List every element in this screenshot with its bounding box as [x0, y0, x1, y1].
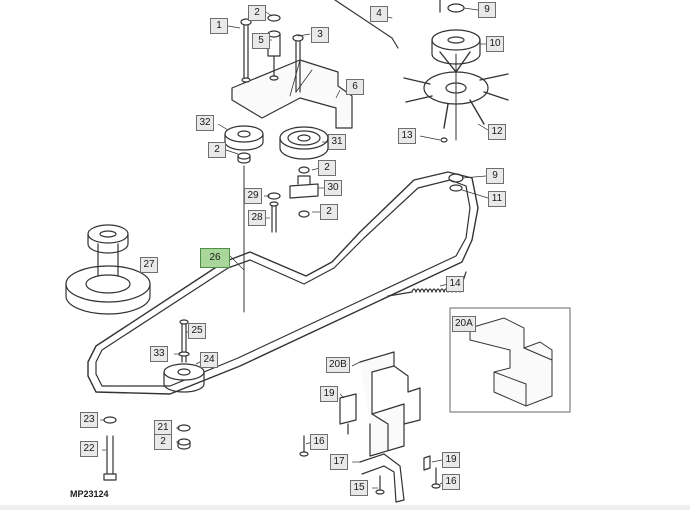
bracket-20b [359, 351, 421, 457]
screw-16-left [299, 435, 309, 457]
callout-19[interactable]: 19 [442, 452, 460, 468]
washer-23 [103, 416, 117, 424]
engine-pulley-27 [65, 224, 151, 315]
clip-19-right [423, 455, 431, 471]
callout-11[interactable]: 11 [488, 191, 506, 207]
callout-2[interactable]: 2 [208, 142, 226, 158]
callout-26-highlighted[interactable]: 26 [200, 248, 230, 268]
callout-9[interactable]: 9 [486, 168, 504, 184]
callout-2[interactable]: 2 [320, 204, 338, 220]
callout-6[interactable]: 6 [346, 79, 364, 95]
control-rod [334, 0, 399, 49]
pulley-10 [431, 29, 481, 65]
nut-9-top [447, 3, 465, 13]
callout-2[interactable]: 2 [154, 434, 172, 450]
clip-19 [339, 393, 357, 435]
callout-12[interactable]: 12 [488, 124, 506, 140]
callout-27[interactable]: 27 [140, 257, 158, 273]
idler-pulley-24 [163, 363, 205, 393]
idler-pulley-32 [224, 125, 264, 151]
callout-1[interactable]: 1 [210, 18, 228, 34]
callout-9[interactable]: 9 [478, 2, 496, 18]
callout-3[interactable]: 3 [311, 27, 329, 43]
nut-2-lower [298, 210, 310, 218]
callout-30[interactable]: 30 [324, 180, 342, 196]
callout-17[interactable]: 17 [330, 454, 348, 470]
callout-29[interactable]: 29 [244, 188, 262, 204]
callout-31[interactable]: 31 [328, 134, 346, 150]
support-bracket [231, 59, 353, 129]
bolt-22 [103, 435, 117, 481]
callout-19[interactable]: 19 [320, 386, 338, 402]
bolt-3 [292, 34, 304, 93]
washer-11 [449, 184, 463, 192]
callout-16[interactable]: 16 [310, 434, 328, 450]
drive-belt-26 [87, 171, 479, 395]
callout-14[interactable]: 14 [446, 276, 464, 292]
callout-22[interactable]: 22 [80, 441, 98, 457]
callout-10[interactable]: 10 [486, 36, 504, 52]
washer-33 [178, 351, 190, 357]
nut-2-center [298, 166, 310, 174]
nut-2-left [237, 152, 251, 164]
callout-4[interactable]: 4 [370, 6, 388, 22]
callout-24[interactable]: 24 [200, 352, 218, 368]
bolt-1 [240, 18, 252, 83]
bracket-30 [289, 175, 319, 199]
callout-28[interactable]: 28 [248, 210, 266, 226]
rod-17 [359, 453, 405, 503]
callout-20a[interactable]: 20A [452, 316, 476, 332]
nut-2-top [267, 14, 281, 22]
callout-5[interactable]: 5 [252, 33, 270, 49]
screw-16-right [431, 467, 441, 489]
screw-15 [375, 475, 385, 495]
figure-id-label: MP23124 [70, 489, 109, 499]
bolt-28 [269, 201, 279, 233]
callout-23[interactable]: 23 [80, 412, 98, 428]
callout-2[interactable]: 2 [248, 5, 266, 21]
callout-33[interactable]: 33 [150, 346, 168, 362]
callout-15[interactable]: 15 [350, 480, 368, 496]
callout-32[interactable]: 32 [196, 115, 214, 131]
callout-13[interactable]: 13 [398, 128, 416, 144]
callout-25[interactable]: 25 [188, 323, 206, 339]
callout-20b[interactable]: 20B [326, 357, 350, 373]
bottom-scroll-strip [0, 505, 690, 510]
callout-2[interactable]: 2 [318, 160, 336, 176]
idler-pulley-31 [279, 126, 329, 160]
callout-16[interactable]: 16 [442, 474, 460, 490]
washer-13 [440, 137, 448, 143]
